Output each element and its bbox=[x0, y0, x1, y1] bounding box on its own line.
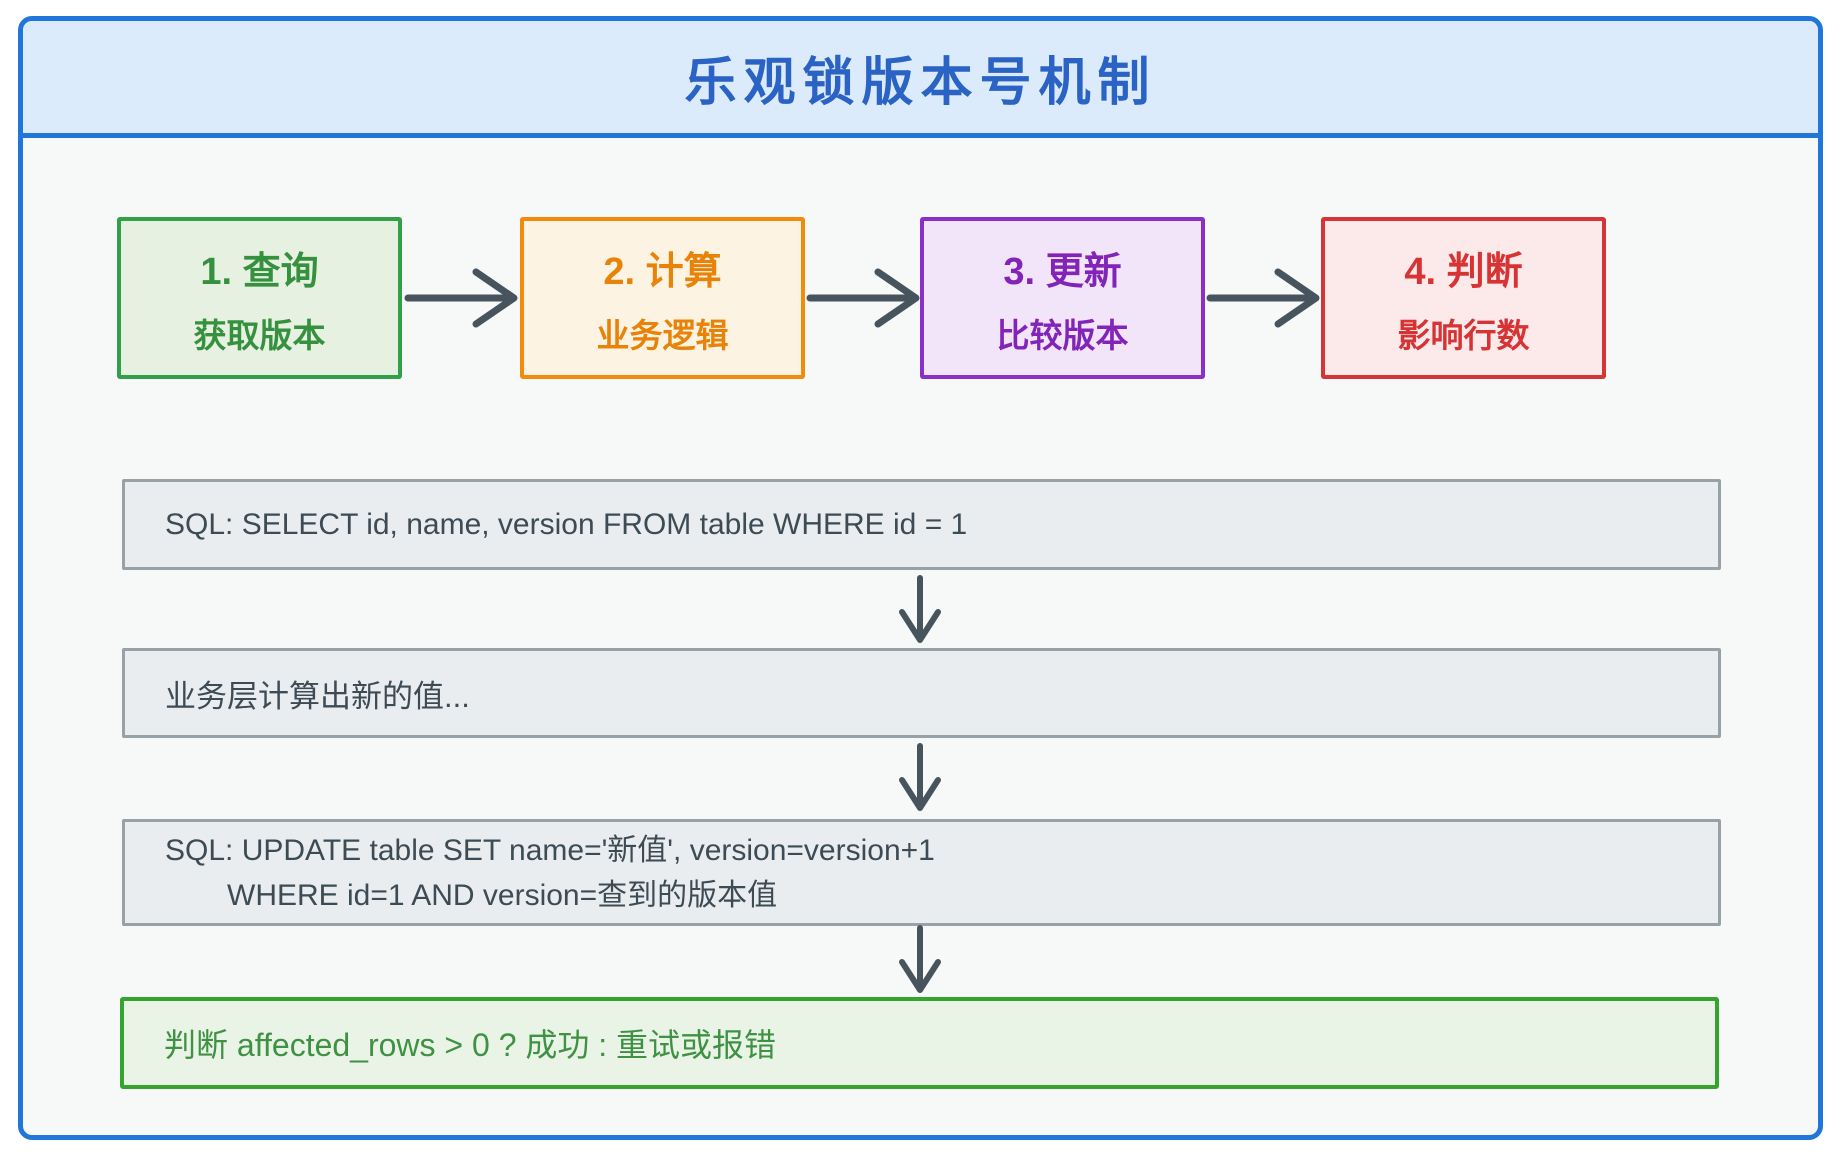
title-bar: 乐观锁版本号机制 bbox=[23, 21, 1818, 138]
step-label: 4. 判断 bbox=[1404, 250, 1523, 293]
business-note-text: 业务层计算出新的值... bbox=[165, 678, 470, 714]
sql-update-line1: SQL: UPDATE table SET name='新值', version… bbox=[165, 833, 935, 867]
result-text: 判断 affected_rows > 0 ? 成功 : 重试或报错 bbox=[164, 1027, 777, 1063]
sql-update-line2: WHERE id=1 AND version=查到的版本值 bbox=[227, 878, 778, 912]
diagram-title: 乐观锁版本号机制 bbox=[684, 53, 1157, 112]
arrow-right-icon bbox=[404, 268, 518, 328]
arrow-right-icon bbox=[1206, 268, 1320, 328]
step-sublabel: 获取版本 bbox=[193, 316, 326, 354]
sql-select-box: SQL: SELECT id, name, version FROM table… bbox=[122, 479, 1721, 570]
arrow-down-icon bbox=[899, 743, 941, 811]
step-sublabel: 比较版本 bbox=[996, 316, 1129, 354]
step-box-judge: 4. 判断 影响行数 bbox=[1321, 217, 1606, 379]
step-box-query: 1. 查询 获取版本 bbox=[117, 217, 402, 379]
step-sublabel: 影响行数 bbox=[1397, 316, 1530, 354]
sql-select-text: SQL: SELECT id, name, version FROM table… bbox=[165, 507, 968, 541]
step-box-update: 3. 更新 比较版本 bbox=[920, 217, 1205, 379]
result-box: 判断 affected_rows > 0 ? 成功 : 重试或报错 bbox=[120, 997, 1719, 1089]
business-note-box: 业务层计算出新的值... bbox=[122, 648, 1721, 738]
arrow-down-icon bbox=[899, 925, 941, 993]
step-label: 2. 计算 bbox=[603, 250, 722, 293]
step-label: 3. 更新 bbox=[1003, 250, 1122, 293]
arrow-down-icon bbox=[899, 575, 941, 643]
arrow-right-icon bbox=[806, 268, 920, 328]
sql-update-box: SQL: UPDATE table SET name='新值', version… bbox=[122, 819, 1721, 926]
step-sublabel: 业务逻辑 bbox=[596, 316, 729, 354]
step-label: 1. 查询 bbox=[200, 250, 319, 293]
step-box-compute: 2. 计算 业务逻辑 bbox=[520, 217, 805, 379]
